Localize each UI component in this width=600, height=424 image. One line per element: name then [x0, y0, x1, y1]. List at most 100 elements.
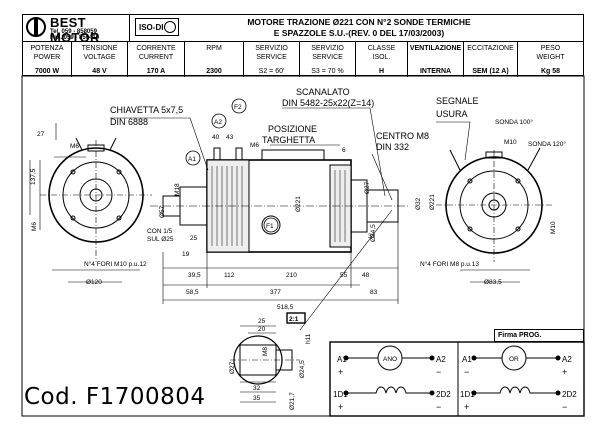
label-sonda-120: SONDA 120° — [528, 140, 566, 148]
dim-27-b: Ø27 — [364, 181, 371, 194]
dim-137: 137,5 — [30, 168, 37, 185]
wiring-2-plus: + — [562, 367, 567, 377]
title-line-1: MOTORE TRAZIONE Ø221 CON N°2 SONDE TERMI… — [247, 17, 471, 27]
dim-m18: M18 — [174, 183, 181, 196]
dim-27: 27 — [37, 131, 45, 138]
callout-a1-text: A1 — [188, 156, 196, 163]
detail-scale: 2:1 — [289, 316, 299, 323]
wiring-1-plus-2: + — [338, 402, 343, 412]
spec-value: SEM (12 A) — [472, 68, 509, 75]
label-con: CON 1/5 — [147, 228, 173, 235]
spec-label: ECCITAZIONE — [467, 45, 514, 52]
left-end-view — [29, 123, 152, 283]
dim-518-5: 518,5 — [277, 304, 294, 311]
drawing-title: MOTORE TRAZIONE Ø221 CON N°2 SONDE TERMI… — [209, 17, 509, 39]
wiring-1-minus-2: − — [436, 402, 441, 412]
dim-112: 112 — [224, 272, 235, 279]
part-code: Cod. F1700804 — [24, 384, 206, 410]
dim-m6-c: M6 — [250, 142, 259, 149]
wiring-1-a2: A2 — [436, 355, 446, 364]
spec-cell: VENTILAZIONE INTERNA — [408, 42, 464, 77]
side-view — [110, 107, 410, 331]
tel: Tel. 059 - 858059 — [50, 29, 97, 35]
callout-a2-text: A2 — [214, 119, 222, 126]
wiring-1-a1: A1 — [337, 355, 347, 364]
dim-83-5: Ø83,5 — [484, 279, 502, 286]
wiring-1-d1: 1D1 — [333, 390, 348, 399]
wiring-1-minus: − — [436, 367, 441, 377]
detail-dim-20: 20 — [258, 326, 266, 333]
dim-210: 210 — [286, 272, 297, 279]
drawing-frame — [21, 75, 585, 417]
callout-f2 — [231, 98, 247, 114]
spec-value: Kg 58 — [540, 68, 561, 75]
detail-dim-27: Ø27 — [229, 361, 236, 374]
callout-f2-text: F2 — [234, 104, 242, 111]
wiring-2-a2: A2 — [562, 355, 572, 364]
callout-a2 — [211, 113, 227, 129]
label-chiavetta-2: DIN 6888 — [110, 117, 148, 127]
detail-dim-m8: M8 — [262, 347, 269, 356]
callout-f1-text: F1 — [266, 223, 274, 230]
dim-245: Ø24,5 — [370, 224, 377, 242]
wiring-2-minus: − — [464, 367, 469, 377]
dim-31: 31 — [368, 233, 376, 240]
spec-label: VENTILAZIONE — [409, 45, 462, 52]
title-line-2: E SPAZZOLE S.U.-(REV. 0 DEL 17/03/2003) — [273, 28, 445, 38]
label-sonda-100: SONDA 100° — [495, 118, 533, 126]
dim-m10-b: M10 — [550, 221, 557, 234]
wiring-2-a1: A1 — [462, 355, 472, 364]
divider — [23, 41, 583, 42]
dim-58-5: 58,5 — [186, 289, 199, 296]
label-posizione-2: TARGHETTA — [262, 135, 315, 145]
wiring-1-center: ANO — [383, 356, 397, 363]
detail-dim-h11: h11 — [305, 333, 312, 344]
detail-dim-25: 25 — [258, 318, 266, 325]
label-chiavetta-1: CHIAVETTA 5x7,5 — [110, 105, 183, 115]
detail-dim-24-5: Ø24,5 — [299, 360, 306, 378]
spec-value: INTERNA — [419, 68, 452, 75]
label-sul: SUL Ø25 — [147, 236, 174, 243]
fax: Fax. 059 - 850410 — [50, 35, 100, 41]
dim-19: 19 — [182, 251, 190, 258]
wiring-2-d1: 1D1 — [460, 390, 475, 399]
signature-box: Firma PROG. — [494, 329, 584, 342]
dim-120: Ø120 — [86, 279, 102, 286]
detail-dim-32: 32 — [253, 385, 261, 392]
label-scanalato-2: DIN 5482-25x22(Z=14) — [282, 98, 374, 108]
detail-dim-35: 35 — [253, 395, 261, 402]
cert-icon — [164, 21, 176, 33]
logo-icon — [26, 17, 46, 37]
shaft-detail — [230, 312, 306, 403]
label-segnale-1: SEGNALE — [436, 96, 479, 106]
wiring-2-d2: 2D2 — [562, 390, 577, 399]
dim-43: 43 — [226, 134, 234, 141]
wiring-1-d2: 2D2 — [436, 390, 451, 399]
dim-32: Ø32 — [415, 197, 422, 210]
dim-39-5: 39,5 — [188, 272, 201, 279]
dim-25: 25 — [190, 235, 198, 242]
label-posizione-1: POSIZIONE — [268, 124, 317, 134]
spec-value: S3 = 70 % — [311, 68, 344, 75]
wiring-2-plus-2: + — [464, 402, 469, 412]
spec-value: 48 V — [92, 68, 107, 75]
dim-55: 55 — [340, 272, 348, 279]
wiring-1-plus: + — [338, 367, 343, 377]
label-centro-1: CENTRO M8 — [376, 131, 429, 141]
dim-83: 83 — [370, 289, 378, 296]
wiring-2-minus-2: − — [562, 402, 567, 412]
label-segnale-2: USURA — [436, 109, 468, 119]
spec-cell: ECCITAZIONE SEM (12 A) — [464, 42, 518, 77]
dim-57: Ø57 — [159, 205, 166, 218]
